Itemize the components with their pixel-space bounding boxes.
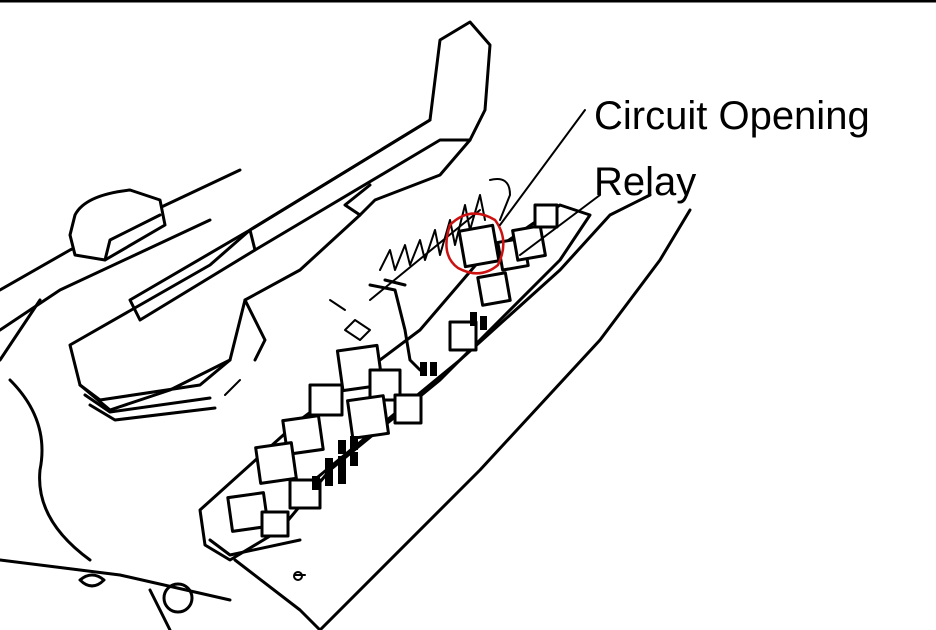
relay-highlight-circle bbox=[445, 212, 505, 275]
callout-label-line1: Circuit Opening bbox=[594, 94, 870, 138]
body-contours bbox=[0, 168, 242, 630]
cooling-fins bbox=[369, 178, 511, 301]
leader-lines bbox=[499, 109, 601, 256]
relays bbox=[226, 203, 559, 538]
connector-strap bbox=[224, 278, 422, 581]
bracket-block bbox=[68, 188, 167, 262]
fuses bbox=[312, 312, 487, 490]
fuse-box-cover bbox=[68, 20, 492, 422]
callout-label-line2: Relay bbox=[594, 160, 697, 204]
